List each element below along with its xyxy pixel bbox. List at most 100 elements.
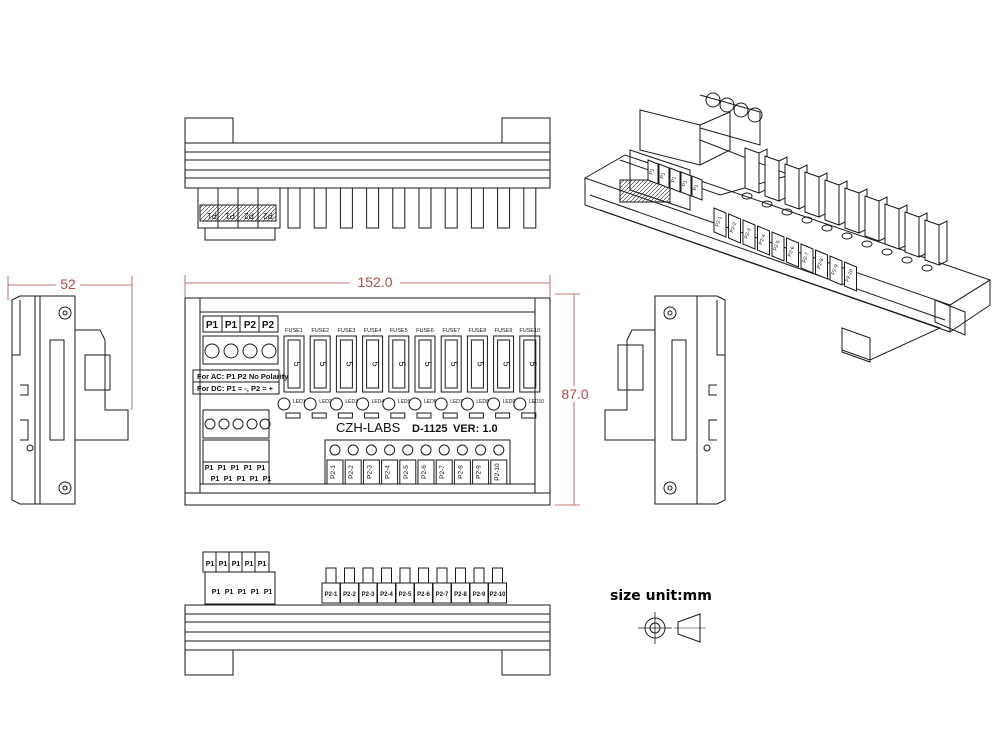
led-label: LED10 (529, 399, 545, 405)
bottom-p1-upper: P1 (206, 561, 215, 568)
output-terminal (381, 459, 399, 485)
bottom-pin (455, 567, 466, 584)
iso-terminal (728, 213, 741, 244)
fuse-holder (493, 335, 515, 393)
iso-terminal (786, 237, 799, 268)
iso-terminal (844, 261, 857, 292)
led (303, 397, 317, 411)
iso-terminal (829, 255, 843, 286)
p1-label-upper: P1 (244, 465, 253, 472)
iso-output-label: P2-6 (787, 245, 796, 257)
fuse-value: 5 (397, 361, 407, 366)
height-value: 87.0 (561, 386, 588, 402)
output-terminal (435, 459, 453, 485)
input-label-2: P1 (225, 320, 238, 331)
led-resistor (337, 412, 353, 419)
output-terminal (399, 459, 417, 485)
led (329, 397, 343, 411)
led-resistor (364, 412, 380, 419)
input-label-1: P1 (206, 320, 219, 331)
output-terminal (453, 459, 471, 485)
output-screw (365, 444, 377, 456)
output-screw (438, 444, 450, 456)
led-resistor (311, 412, 327, 419)
iso-p1-label: P1 (692, 184, 700, 192)
size-unit-label: size unit:mm (610, 588, 712, 604)
iso-output-label: P2-5 (772, 239, 781, 251)
led-label: LED8 (476, 399, 489, 405)
top-view (184, 117, 551, 241)
output-label: P2-1 (330, 465, 337, 479)
led (460, 397, 474, 411)
iso-led (801, 216, 813, 224)
iso-terminal (771, 231, 785, 262)
bottom-p1-upper: P1 (258, 561, 267, 568)
fuse-label: FUSE3 (338, 328, 356, 334)
iso-fuse (824, 179, 840, 226)
top-pin (339, 187, 353, 229)
top-pin (523, 187, 537, 229)
led-label: LED5 (398, 399, 411, 405)
top-terminal-label-1: P1 (207, 211, 217, 220)
led (277, 397, 291, 411)
p1-label-upper: P1 (218, 465, 227, 472)
bottom-output-label: P2-10 (489, 592, 506, 598)
output-label: P2-10 (494, 463, 501, 481)
bottom-p1-upper: P1 (232, 561, 241, 568)
led (487, 397, 501, 411)
output-terminal (472, 459, 490, 485)
fuse-holder (362, 335, 384, 393)
right-side-view (604, 295, 726, 505)
iso-output-label: P2-7 (801, 251, 810, 263)
top-pin (497, 187, 511, 229)
output-screw (420, 444, 432, 456)
led-label: LED6 (424, 399, 437, 405)
iso-terminal (800, 243, 814, 274)
input-label-4: P2 (262, 320, 275, 331)
output-screw (456, 444, 468, 456)
fuse-holder (283, 335, 305, 393)
fuse-holder (519, 335, 541, 393)
iso-fuse (744, 147, 760, 194)
iso-fuse-side (938, 220, 948, 266)
depth-value: 52 (60, 276, 76, 292)
fuse-body (470, 339, 484, 389)
output-label: P2-9 (476, 465, 483, 479)
fuse-body (392, 339, 406, 389)
fuse-body (287, 339, 301, 389)
p1-label-upper: P1 (257, 465, 266, 472)
output-label: P2-5 (403, 465, 410, 479)
bottom-p1-lower: P1 (264, 589, 273, 596)
top-pin (470, 187, 484, 229)
fuse-label: FUSE4 (364, 328, 382, 334)
fuse-label: FUSE10 (519, 328, 540, 334)
iso-led (841, 232, 853, 240)
p1-label-lower: P1 (211, 476, 220, 483)
fuse-value: 5 (318, 361, 328, 366)
iso-p1-terminal (680, 171, 692, 197)
iso-output-label: P2-3 (743, 227, 752, 239)
fuse-body (497, 339, 511, 389)
fuse-value: 5 (292, 361, 302, 366)
iso-p1-label: P1 (670, 176, 678, 184)
bottom-output-label: P2-6 (417, 592, 430, 598)
bottom-output-label: P2-7 (436, 592, 449, 598)
fuse-value: 5 (528, 361, 538, 366)
iso-led (821, 224, 833, 232)
ac-note: For AC: P1 P2 No Polarity (197, 372, 289, 381)
top-pin (392, 187, 406, 229)
top-terminal-label-3: P2 (244, 211, 254, 220)
output-screw (493, 444, 505, 456)
bottom-view (184, 551, 551, 676)
iso-terminal (757, 225, 770, 256)
led-label: LED2 (319, 399, 332, 405)
led-label: LED9 (503, 399, 516, 405)
p1-label-lower: P1 (263, 476, 272, 483)
iso-led (861, 240, 873, 248)
led (382, 397, 396, 411)
brand-label: CZH-LABS (336, 420, 401, 435)
iso-p1-terminal (669, 167, 681, 193)
iso-led (901, 256, 913, 264)
iso-output-label: P2-1 (714, 215, 723, 227)
